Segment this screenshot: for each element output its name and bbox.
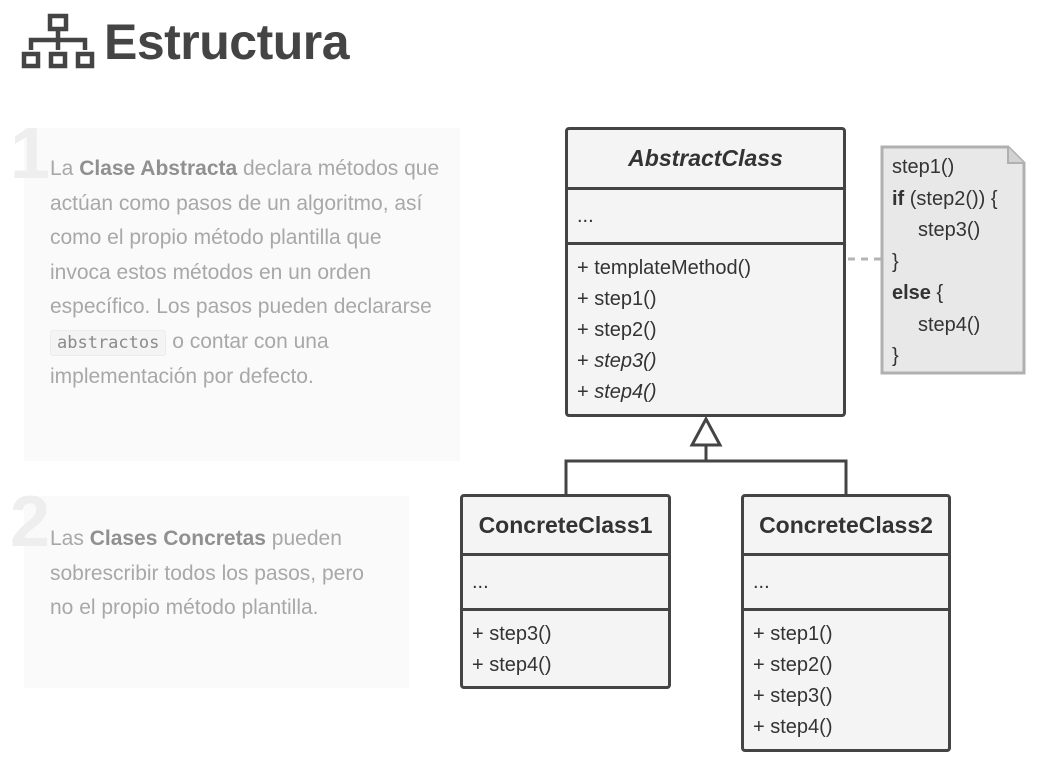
code-line: } — [892, 247, 1020, 279]
code-line: } — [892, 341, 1020, 373]
inline-code: abstractos — [50, 329, 167, 356]
method-step4: + step4() — [577, 377, 834, 408]
method-prefix: + — [577, 350, 595, 372]
note-code: step1() if (step2()) { step3()} else { step4… — [892, 152, 1020, 373]
structure-icon — [21, 13, 95, 69]
class-methods: + templateMethod() + step1() + step2() +… — [568, 242, 843, 414]
code-line: step3() — [892, 215, 1020, 247]
text-run: o contar con una implementación por defe… — [50, 329, 329, 389]
bold-term: Clase Abstracta — [79, 157, 238, 180]
inheritance-line — [564, 459, 848, 495]
code-line: if (step2()) { — [892, 184, 1020, 216]
class-methods: + step3() + step4() — [463, 608, 668, 687]
explanation-text: Las Clases Concretas pueden sobrescribir… — [50, 522, 393, 626]
code-line: else { — [892, 278, 1020, 310]
class-name: ConcreteClass1 — [478, 511, 653, 538]
method-prefix: + — [577, 381, 595, 403]
concrete-class-1-box: ConcreteClass1 ... + step3() + step4() — [460, 494, 671, 689]
explanation-text: La Clase Abstracta declara métodos que a… — [50, 152, 444, 395]
code-text: } — [892, 345, 899, 367]
class-fields: ... — [568, 187, 843, 242]
method-name: step3() — [594, 350, 657, 372]
code-keyword: if — [892, 187, 905, 210]
text-run: declara métodos que actúan como pasos de… — [50, 157, 440, 318]
method-step3: + step3() — [577, 346, 834, 377]
page-header: Estructura — [20, 10, 350, 74]
inheritance-arrow-icon — [689, 415, 723, 447]
code-text: (step2()) { — [904, 187, 998, 210]
step-number: 2 — [10, 482, 51, 562]
text-run: Las — [50, 527, 90, 550]
method-step2: + step2() — [577, 319, 657, 341]
code-text: { — [930, 282, 944, 304]
code-text: step3() — [918, 219, 981, 241]
class-fields: ... — [463, 553, 668, 608]
method-name: step4() — [594, 381, 657, 403]
code-line: step4() — [892, 310, 1020, 342]
method-item: + step2() — [753, 654, 833, 676]
concrete-class-2-box: ConcreteClass2 ... + step1() + step2() +… — [741, 494, 951, 752]
abstract-class-box: AbstractClass ... + templateMethod() + s… — [565, 127, 846, 417]
step-number: 1 — [10, 114, 51, 194]
code-note — [880, 145, 1026, 375]
page-title: Estructura — [104, 14, 350, 70]
class-fields: ... — [744, 553, 948, 608]
method-template: + templateMethod() — [577, 257, 751, 279]
method-item: + step4() — [753, 716, 833, 738]
bold-term: Clases Concretas — [89, 527, 266, 550]
text-run: La — [50, 157, 80, 180]
class-name: AbstractClass — [628, 145, 783, 171]
code-text: } — [892, 250, 899, 273]
class-methods: + step1() + step2() + step3() + step4() — [744, 608, 948, 749]
code-text: step1() — [892, 156, 955, 178]
method-item: + step3() — [753, 685, 833, 707]
code-line: step1() — [892, 152, 1020, 184]
text-run: pueden sobrescribir todos los pasos, per… — [50, 527, 364, 619]
method-item: + step3() — [472, 623, 552, 645]
code-text: step4() — [918, 313, 981, 336]
explanation-card-2: 2 Las Clases Concretas pueden sobrescrib… — [10, 486, 409, 688]
explanation-card-1: 1 La Clase Abstracta declara métodos que… — [10, 118, 460, 461]
code-keyword: else — [892, 282, 931, 304]
method-step1: + step1() — [577, 288, 657, 310]
class-name: ConcreteClass2 — [759, 511, 933, 538]
method-item: + step1() — [753, 623, 833, 645]
method-item: + step4() — [472, 654, 552, 676]
